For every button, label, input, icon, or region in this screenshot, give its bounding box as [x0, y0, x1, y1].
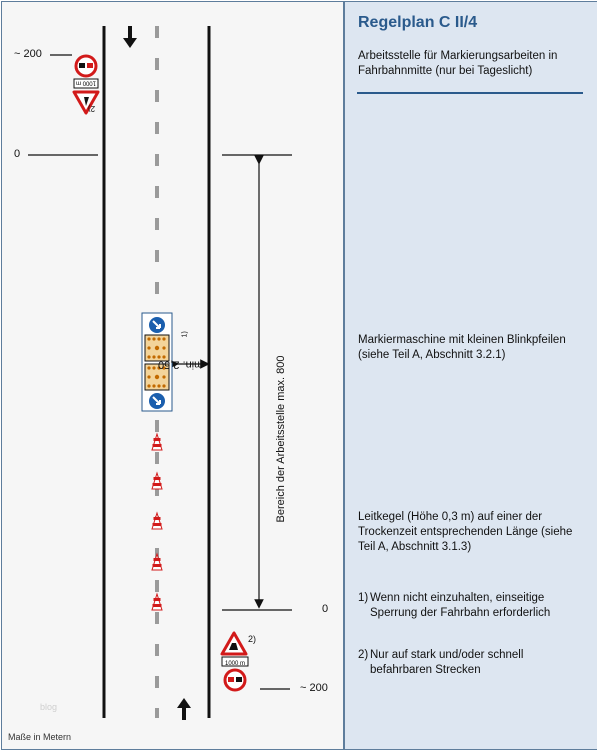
min-width-label-wrapper: min. 2,50 1)	[158, 304, 203, 370]
page-subtitle: Arbeitsstelle für Markierungsarbeiten in…	[358, 50, 558, 77]
sign-footnote: 2)	[248, 634, 257, 644]
footnote-2-text: Nur auf stark und/oder schnell befahrbar…	[370, 649, 524, 676]
flashing-light-panel-upper	[144, 334, 170, 362]
cones-description: Leitkegel (Höhe 0,3 m) auf einer der Tro…	[358, 511, 573, 553]
top-plate-text: 1000 m	[76, 80, 96, 86]
marking-machine-description: Markiermaschine mit kleinen Blinkpfeilen…	[358, 334, 566, 361]
min-width-footnote: 1)	[181, 331, 189, 338]
marking-machine	[141, 312, 173, 412]
title-rule	[357, 92, 583, 94]
units-label: Maße in Metern	[8, 732, 72, 742]
footnote-1-text: Wenn nicht einzuhalten, einseitige Sperr…	[370, 592, 551, 619]
bottom-road-works-sign	[220, 631, 248, 656]
traffic-cone	[151, 552, 163, 571]
min-width-label-text: min. 2,50	[158, 358, 204, 371]
keep-right-arrow-sign-bottom	[149, 393, 165, 409]
bottom-zero-label: 0	[322, 603, 329, 615]
top-zero-label: 0	[14, 148, 21, 160]
keep-right-arrow-sign-top	[149, 317, 165, 333]
traffic-cone	[151, 511, 163, 530]
panel-divider	[343, 1, 345, 750]
footnote-1-number: 1)	[358, 592, 369, 604]
top-distance-plate: 1000 m	[73, 78, 99, 89]
up-direction-arrow	[177, 698, 191, 720]
description-panel	[345, 2, 597, 749]
range-label-text: Bereich der Arbeitsstelle max. 800	[275, 355, 287, 523]
bottom-distance-label: ~ 200	[300, 682, 328, 694]
distance-plate-text: 1000 m	[225, 661, 245, 667]
page-title: Regelplan C II/4	[358, 14, 478, 31]
bottom-no-overtaking-sign	[223, 668, 247, 692]
down-direction-arrow	[123, 26, 137, 48]
top-sign-footnote: 2)	[88, 104, 96, 113]
flashing-light-panel-lower	[144, 363, 170, 391]
top-distance-label: ~ 200	[14, 48, 42, 60]
top-no-overtaking-sign	[74, 54, 98, 78]
bottom-distance-plate	[221, 656, 249, 667]
footnote-2-number: 2)	[358, 649, 369, 661]
footnote-2: 2) Nur auf stark und/oder schnell befahr…	[358, 648, 588, 678]
traffic-cone	[151, 471, 163, 490]
traffic-cone	[151, 432, 163, 451]
traffic-cone	[151, 592, 163, 611]
watermark: blog	[40, 702, 58, 712]
top-road-works-sign	[72, 90, 100, 115]
footnote-1: 1) Wenn nicht einzuhalten, einseitige Sp…	[358, 591, 588, 621]
